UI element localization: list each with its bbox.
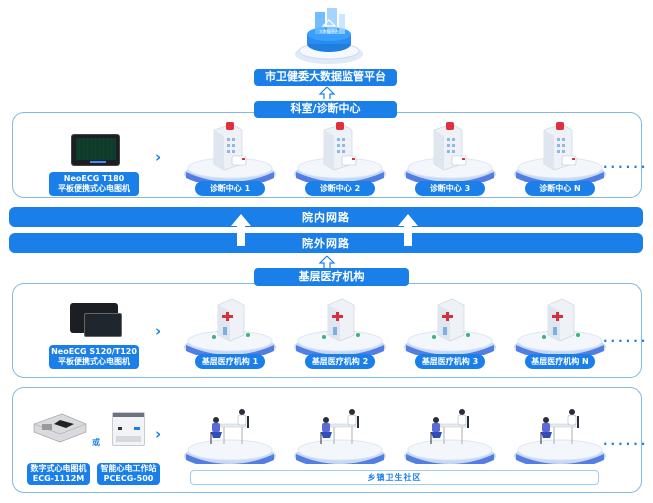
s2-node: 基层医疗机构 2 [290,291,390,371]
s1-node: 诊断中心 3 [400,118,500,198]
node-illustration-icon [514,409,606,464]
device-t180-label: NeoECG T180 平板便携式心电图机 [49,172,139,196]
s2-node: 基层医疗机构 3 [400,291,500,371]
s2-node: 基层医疗机构 1 [180,291,280,371]
node-illustration-icon [294,298,386,355]
primary-care-header: 基层医疗机构 [254,268,409,286]
node-illustration-icon [184,122,276,182]
node-label: 基层医疗机构 1 [195,354,265,369]
device-s120-name: NeoECG S120/T120 [51,347,137,357]
chevron-right-icon: › [155,322,162,340]
device-ecg-1112m-model: ECG-1112M [32,474,85,483]
device-pcecg-500-label: 智能心电工作站 PCECG-500 [97,463,160,485]
outer-network-bar: 院外网路 [9,233,643,253]
node-illustration-icon [184,298,276,355]
s1-node: 诊断中心 2 [290,118,390,198]
pcecg-500-device-image [112,412,145,446]
chevron-right-icon: › [155,425,162,443]
node-illustration-icon [294,409,386,464]
device-pcecg-500-name: 智能心电工作站 [100,464,157,474]
arrow-up-icon [231,214,251,246]
arrow-up-icon [398,214,418,246]
ecg-1112m-device-image [32,410,88,444]
s2-node: 基层医疗机构 N [510,291,610,371]
device-ecg-1112m-label: 数字式心电图机 ECG-1112M [27,463,90,485]
tablet-s120-device-image [70,303,122,337]
s3-node [290,400,390,480]
inner-network-bar: 院内网路 [9,207,643,227]
s3-node [400,400,500,480]
tablet-device-image [71,134,120,166]
more-dots: ...... [603,157,649,171]
node-illustration-icon [184,409,276,464]
platform-title: 市卫健委大数据监管平台 [254,69,397,86]
platform-icon-label: 大数据平台 [319,29,339,34]
node-illustration-icon [404,409,496,464]
node-illustration-icon [404,122,496,182]
or-label: 或 [92,438,100,447]
node-label: 诊断中心 N [525,181,595,196]
outline-arrow-up-icon [318,86,336,99]
s3-node [180,400,280,480]
platform-icon: 大数据平台 [293,4,365,66]
node-label: 诊断中心 3 [415,181,485,196]
community-label: 乡镇卫生社区 [367,473,422,482]
node-label: 基层医疗机构 3 [415,354,485,369]
node-label: 基层医疗机构 2 [305,354,375,369]
s1-node: 诊断中心 1 [180,118,280,198]
node-illustration-icon [294,122,386,182]
s3-node [510,400,610,480]
device-ecg-1112m-name: 数字式心电图机 [30,464,87,474]
node-illustration-icon [404,298,496,355]
more-dots: ...... [603,434,649,448]
device-s120-label: NeoECG S120/T120 平板便携式心电图机 [49,345,139,369]
dept-title: 科室/诊断中心 [254,101,397,118]
s1-node: 诊断中心 N [510,118,610,198]
device-pcecg-500-model: PCECG-500 [103,474,154,483]
outline-arrow-up-icon [318,255,336,268]
device-s120-desc: 平板便携式心电图机 [58,357,130,366]
node-label: 诊断中心 1 [195,181,265,196]
more-dots: ...... [603,331,649,345]
device-t180-desc: 平板便携式心电图机 [58,184,130,193]
device-t180-name: NeoECG T180 [63,174,125,184]
node-label: 诊断中心 2 [305,181,375,196]
chevron-right-icon: › [155,148,162,166]
node-illustration-icon [514,122,606,182]
community-label-box: 乡镇卫生社区 [190,470,599,485]
node-illustration-icon [514,298,606,355]
node-label: 基层医疗机构 N [525,354,595,369]
